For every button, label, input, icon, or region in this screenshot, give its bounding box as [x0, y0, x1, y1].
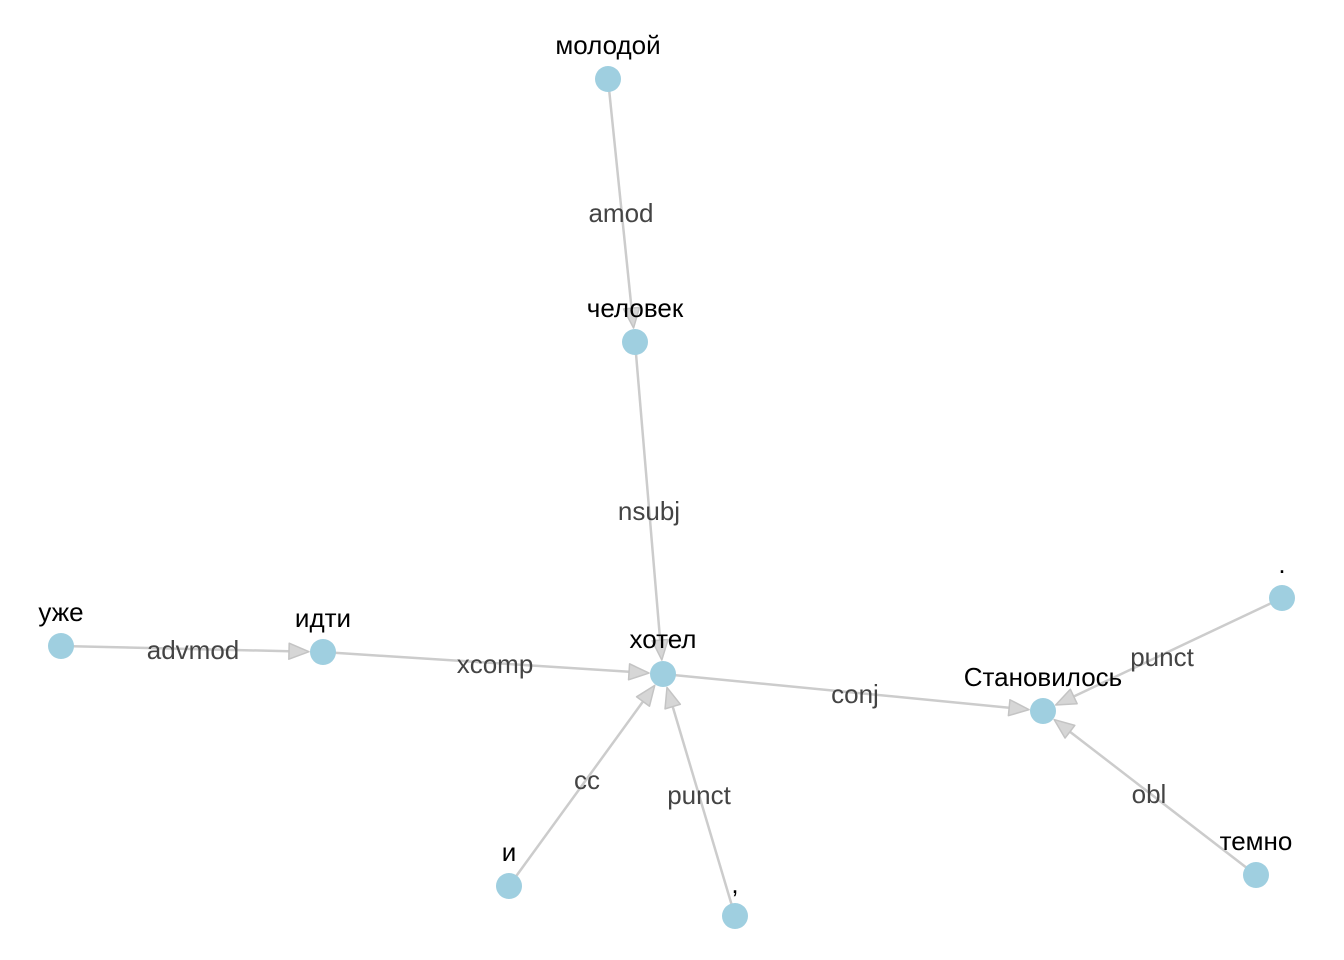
edge-temno-to-stanovilos [1069, 730, 1257, 876]
arrowhead-i-to-khotel [635, 684, 656, 707]
node-label-molodoy: молодой [555, 30, 660, 60]
edge-label-obl: obl [1132, 779, 1167, 809]
node-label-stanovilos: Становилось [964, 662, 1122, 692]
edge-idti-to-khotel [322, 650, 630, 674]
node-idti[interactable] [310, 639, 336, 665]
edges-layer: amod nsubj advmod xcomp cc punct conj punct obl [60, 78, 1283, 917]
arrowhead-idti-to-khotel [627, 663, 650, 681]
node-chelovek[interactable] [622, 329, 648, 355]
node-molodoy[interactable] [595, 66, 621, 92]
node-label-i: и [502, 837, 517, 867]
node-temno[interactable] [1243, 862, 1269, 888]
node-label-comma: , [731, 869, 738, 899]
edge-label-punct: punct [1130, 642, 1194, 672]
edge-label-advmod: advmod [147, 635, 240, 665]
edge-chelovek-to-khotel [633, 341, 662, 641]
edge-i-to-khotel [507, 700, 645, 887]
node-comma[interactable] [722, 903, 748, 929]
edge-label-nsubj: nsubj [618, 496, 680, 526]
edge-khotel-to-stanovilos [662, 672, 1010, 709]
arrowhead-chelovek-to-khotel [651, 638, 669, 661]
arrowhead-temno-to-stanovilos [1053, 718, 1076, 739]
node-label-period: . [1278, 549, 1285, 579]
edge-comma-to-khotel [671, 706, 737, 917]
node-label-chelovek: человек [587, 293, 684, 323]
edge-label-cc: cc [574, 765, 600, 795]
edge-label-punct: punct [667, 780, 731, 810]
node-uzhe[interactable] [48, 633, 74, 659]
node-label-uzhe: уже [38, 597, 83, 627]
edge-uzhe-to-idti [60, 644, 290, 653]
arrowhead-khotel-to-stanovilos [1007, 698, 1030, 717]
arrowhead-comma-to-khotel [664, 686, 682, 710]
node-label-khotel: хотел [630, 624, 697, 654]
arrowhead-period-to-stanovilos [1054, 688, 1078, 706]
arrowhead-molodoy-to-chelovek [622, 306, 641, 329]
node-label-idti: идти [295, 603, 351, 633]
edge-molodoy-to-chelovek [606, 78, 633, 309]
node-label-temno: темно [1220, 826, 1293, 856]
node-stanovilos[interactable] [1030, 698, 1056, 724]
edge-label-amod: amod [588, 198, 653, 228]
edge-label-conj: conj [831, 679, 879, 709]
arrowhead-uzhe-to-idti [288, 642, 310, 660]
node-khotel[interactable] [650, 661, 676, 687]
edge-label-xcomp: xcomp [457, 649, 534, 679]
node-i[interactable] [496, 873, 522, 899]
node-period[interactable] [1269, 585, 1295, 611]
nodes-layer: молодой человек хотел уже идти и, Становилось.… [38, 30, 1295, 929]
edge-period-to-stanovilos [1073, 596, 1283, 698]
